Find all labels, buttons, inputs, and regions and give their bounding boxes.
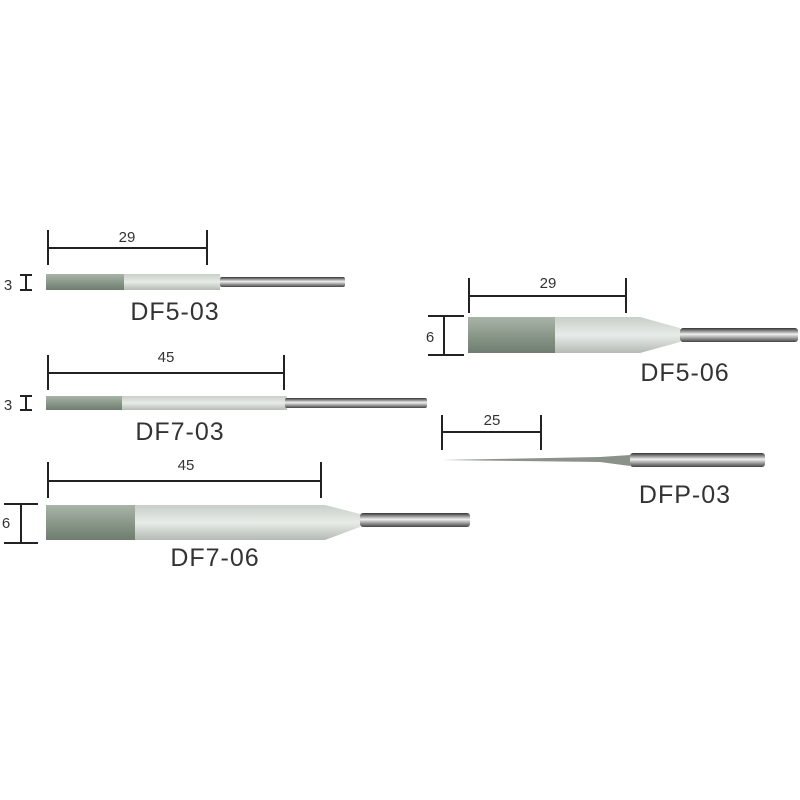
file-blade	[124, 274, 220, 290]
model-label: DF7-03	[135, 418, 224, 446]
length-dimension-line	[47, 230, 208, 265]
length-dimension-line	[468, 278, 627, 313]
file-df5-03: 29 3 DF5-03	[4, 229, 345, 326]
width-label: 3	[4, 397, 12, 414]
length-label: 45	[158, 349, 175, 366]
file-blade	[555, 317, 680, 353]
length-dimension-line	[47, 462, 322, 498]
diamond-coated-section	[46, 274, 124, 290]
length-label: 45	[178, 457, 195, 474]
model-label: DF7-06	[170, 544, 259, 572]
model-label: DF5-06	[640, 359, 729, 387]
length-label: 29	[540, 275, 557, 292]
model-label: DFP-03	[639, 481, 731, 509]
file-blade	[135, 505, 360, 540]
diamond-coated-section	[46, 505, 135, 540]
width-dimension-bracket	[20, 395, 32, 411]
length-label: 25	[484, 412, 501, 429]
diamond-coated-section	[46, 396, 122, 410]
width-label: 3	[4, 277, 12, 294]
width-dimension-bracket	[428, 315, 464, 356]
file-dfp-03: 25 DFP-03	[441, 412, 765, 509]
width-label: 6	[2, 515, 10, 532]
file-df7-03: 45 3 DF7-03	[4, 349, 427, 446]
file-shank	[220, 277, 345, 287]
file-df5-06: 29 6 DF5-06	[426, 275, 798, 387]
length-label: 29	[119, 229, 136, 246]
width-label: 6	[426, 329, 434, 346]
length-dimension-line	[441, 415, 542, 450]
length-dimension-line	[47, 355, 285, 390]
width-dimension-bracket	[20, 274, 32, 291]
width-dimension-bracket	[4, 503, 38, 544]
needle-blade	[442, 455, 630, 466]
file-shank	[680, 328, 798, 342]
file-blade	[122, 396, 287, 410]
model-label: DF5-03	[130, 298, 219, 326]
file-shank	[360, 513, 470, 527]
file-shank	[285, 398, 427, 408]
diamond-coated-section	[468, 317, 555, 353]
file-df7-06: 45 6 DF7-06	[2, 457, 470, 572]
file-shank	[630, 453, 765, 467]
